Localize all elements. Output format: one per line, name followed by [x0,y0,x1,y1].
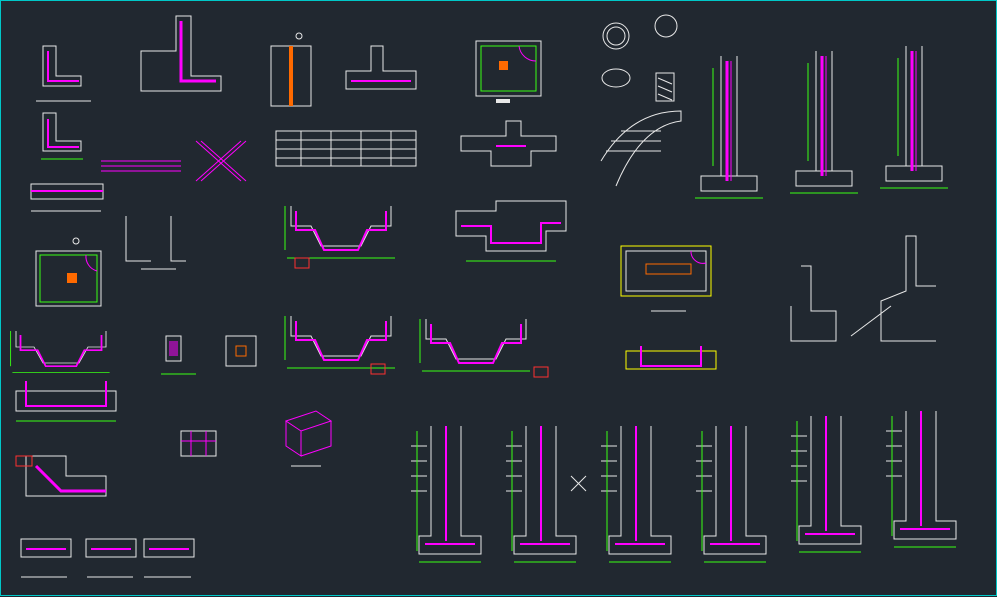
x-mark [570,475,587,492]
retaining-profile [790,235,936,342]
left-section-1 [9,330,111,374]
wall-section-3 [600,425,672,563]
cross-rebar-detail [195,140,247,182]
column-detail-small [161,335,257,375]
pile-cap-plan [475,40,542,103]
column-section-plan [35,237,102,307]
beam-column-joint [180,430,217,457]
pipe-sleeve-details [600,14,682,187]
small-sections-bottom [20,538,195,578]
pit-section-3 [284,315,396,375]
corner-detail-2 [41,112,83,160]
pit-section-4 [419,318,549,378]
top-beam-bend-detail [140,15,222,92]
sump-detail-1 [345,45,417,90]
beam-section-2 [460,120,557,167]
beam-detail [30,183,104,212]
corner-detail-1 [36,45,91,102]
post-elevation [270,32,312,107]
pit-section-2 [455,200,567,262]
wall-section-1 [410,425,482,563]
column-elevation-1 [693,54,765,200]
wall-section-5 [790,415,862,553]
rebar-cage-iso [284,410,333,467]
pit-section-1 [284,205,396,269]
wall-section-4 [695,425,767,563]
trench-section [625,346,717,370]
wall-section-2 [505,425,577,563]
column-elevation-3 [878,44,950,190]
column-elevation-2 [788,49,860,195]
wall-section-6 [885,410,957,548]
rebar-schedule-table [275,130,417,167]
wall-joint-detail [125,216,186,270]
left-section-2 [15,381,117,422]
left-section-3 [15,455,107,497]
slab-plan [620,245,712,312]
rebar-lap-detail [101,160,181,172]
